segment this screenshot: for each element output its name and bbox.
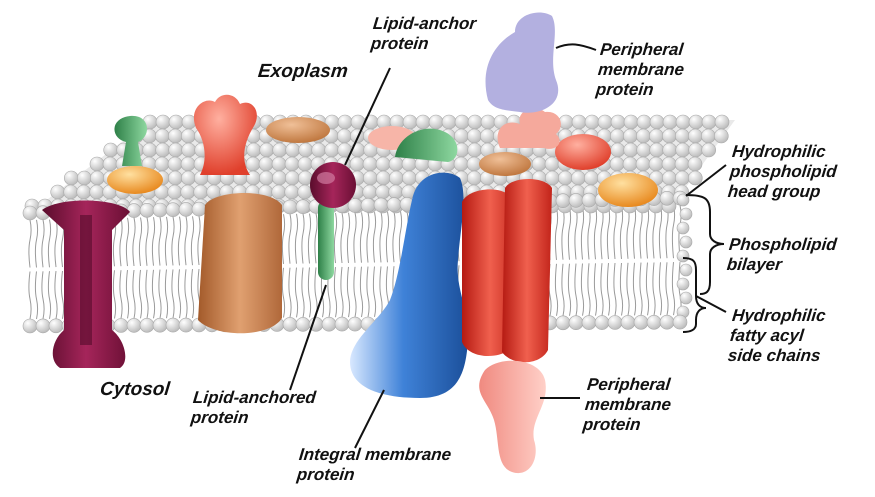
label-exoplasm: Exoplasm: [257, 62, 349, 82]
label-integral-membrane-protein: Integral membrane protein: [296, 445, 452, 485]
label-phospholipid-bilayer: Phospholipid bilayer: [726, 235, 838, 275]
label-peripheral-top: Peripheral membrane protein: [595, 40, 687, 100]
label-peripheral-bottom: Peripheral membrane protein: [582, 375, 674, 435]
label-cytosol: Cytosol: [99, 380, 171, 400]
label-fatty-acyl-side-chains: Hydrophilic fatty acyl side chains: [727, 306, 827, 366]
label-hydrophilic-head: Hydrophilic phospholipid head group: [727, 142, 840, 202]
label-lipid-anchor-protein: Lipid-anchor protein: [370, 14, 477, 54]
label-lipid-anchored-protein: Lipid-anchored protein: [190, 388, 317, 428]
